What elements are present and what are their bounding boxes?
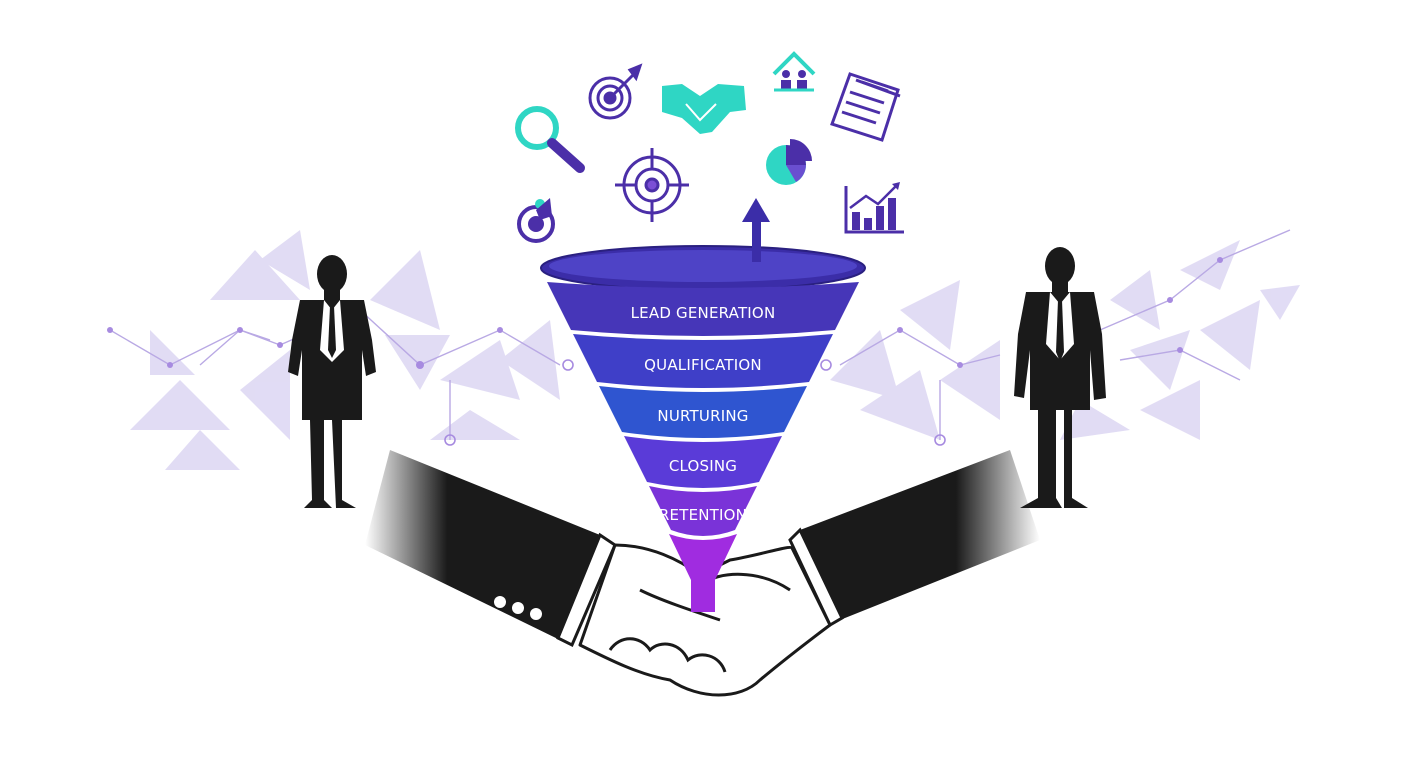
funnel-stage-1 <box>547 282 859 336</box>
bar-growth-chart-icon <box>844 182 904 234</box>
crosshair-target-icon <box>615 148 689 222</box>
handshake-icon <box>662 84 746 134</box>
funnel-stage-label: QUALIFICATION <box>644 356 762 374</box>
target-icon <box>588 63 643 120</box>
funnel-stage-2 <box>573 334 833 388</box>
magnifier-icon <box>515 106 585 173</box>
funnel-stage-label: CLOSING <box>669 457 737 475</box>
up-arrow-icon <box>742 198 770 262</box>
funnel-stage-label: NURTURING <box>657 407 748 425</box>
funnel-stage-5 <box>649 486 757 536</box>
background-network-right-rings <box>820 359 946 446</box>
background-network-left-nodes <box>107 327 503 369</box>
touch-target-icon <box>517 198 555 243</box>
document-icon <box>830 72 901 142</box>
funnel-stage-3 <box>599 386 807 438</box>
pie-chart-icon <box>766 139 812 185</box>
handshake-hands <box>365 450 1040 697</box>
funnel-stage-label: RETENTION <box>659 506 747 524</box>
background-network-right-nodes <box>897 257 1223 368</box>
funnel-stage-label: LEAD GENERATION <box>631 304 776 322</box>
funnel-spout <box>669 534 737 612</box>
funnel-stage-4 <box>624 436 782 488</box>
background-network-left-rings <box>444 359 574 446</box>
sales-funnel: LEAD GENERATION QUALIFICATION NURTURING CLO… <box>540 245 866 612</box>
funnel-rim-inner <box>549 250 857 282</box>
businessman-left <box>288 255 376 508</box>
team-house-icon <box>772 51 816 92</box>
businessman-right <box>1014 247 1106 508</box>
